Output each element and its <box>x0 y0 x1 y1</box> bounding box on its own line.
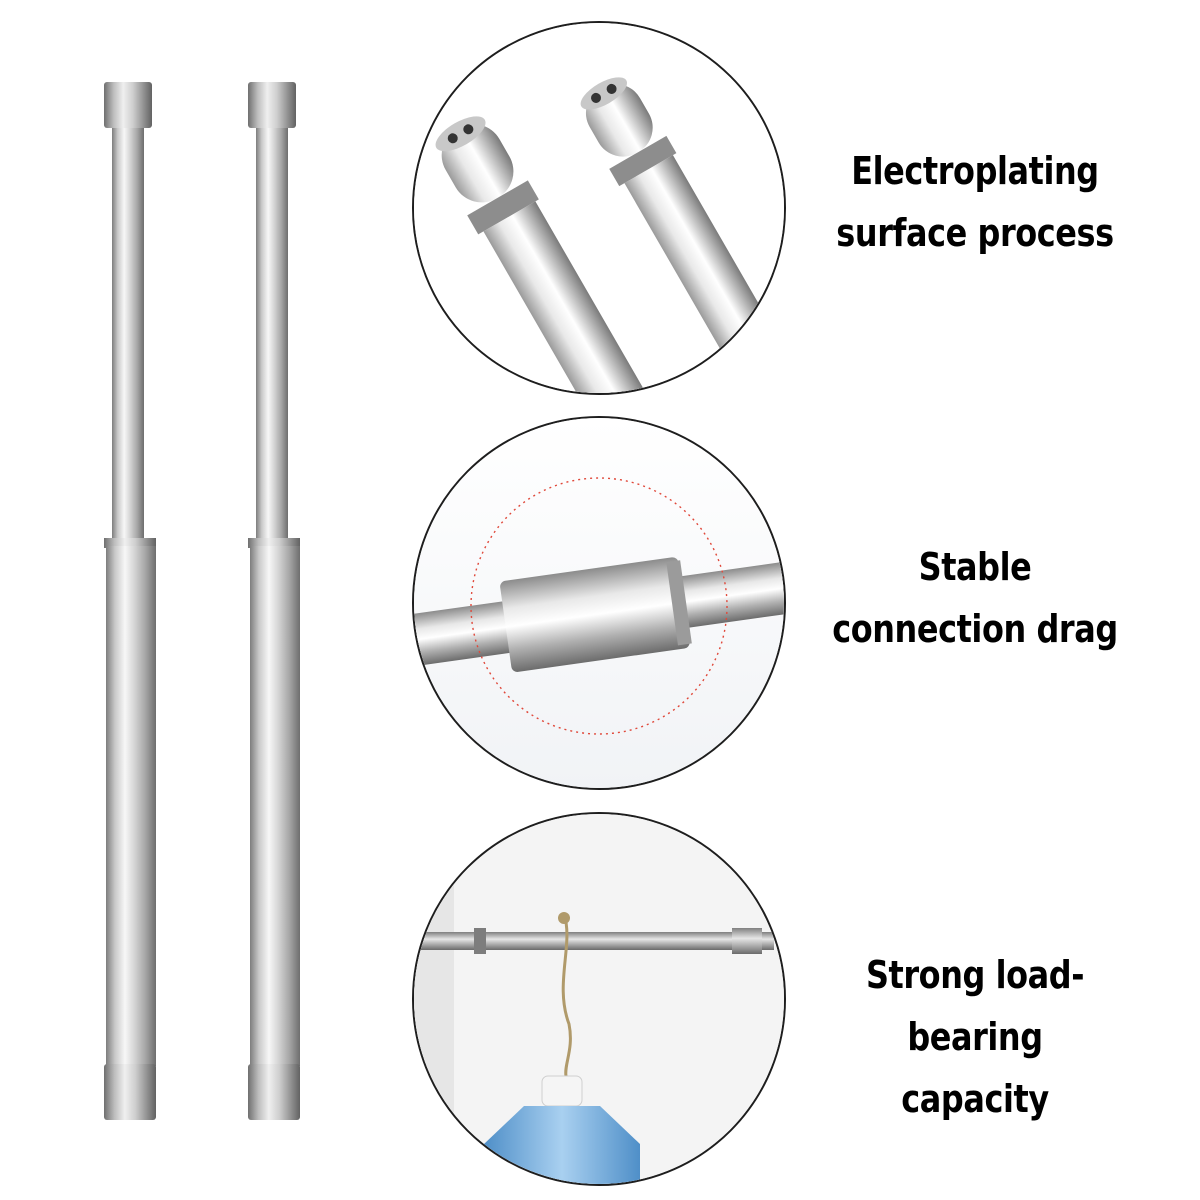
caption-line: connection drag <box>832 607 1118 651</box>
caption-line: capacity <box>901 1077 1049 1121</box>
end-caps-closeup-image <box>412 21 786 395</box>
rod-right <box>248 82 300 1120</box>
feature-caption-load-bearing: Strong load-bearing capacity <box>815 944 1134 1130</box>
rod-left <box>104 82 156 1120</box>
load-bearing-image <box>412 812 786 1186</box>
feature-caption-electroplating: Electroplating surface process <box>815 140 1134 264</box>
caption-line: Electroplating <box>851 149 1099 193</box>
feature-caption-connection: Stable connection drag <box>815 536 1134 660</box>
caption-line: Stable <box>918 545 1032 589</box>
caption-line: surface process <box>836 211 1114 255</box>
caption-line: Strong load-bearing <box>865 953 1085 1059</box>
telescopic-rods-image <box>104 82 300 1120</box>
connector-closeup-image <box>412 416 786 790</box>
